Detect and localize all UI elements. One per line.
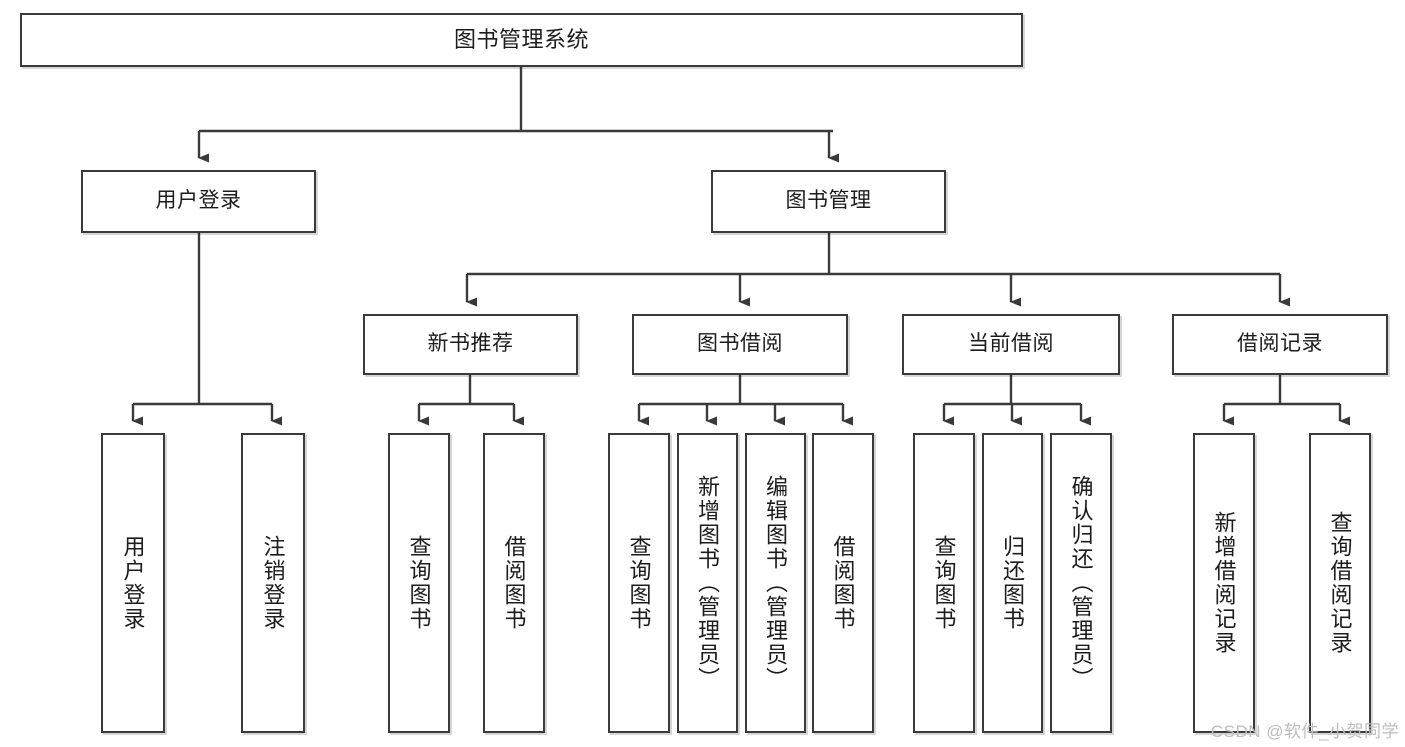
node-label: 当前借阅 — [968, 332, 1054, 356]
node-label: 查询图书 — [931, 535, 957, 631]
leaf-query-borrow-record[interactable]: 查询借阅记录 — [1309, 433, 1371, 733]
node-book-management[interactable]: 图书管理 — [711, 170, 946, 233]
node-label: 借阅记录 — [1237, 332, 1323, 356]
leaf-borrow-books-recommend[interactable]: 借阅图书 — [483, 433, 545, 733]
node-label: 用户登录 — [120, 535, 146, 631]
node-root-book-management-system[interactable]: 图书管理系统 — [20, 13, 1023, 67]
leaf-borrow-books-borrowing[interactable]: 借阅图书 — [812, 433, 874, 733]
node-user-login[interactable]: 用户登录 — [81, 170, 316, 233]
node-label: 借阅图书 — [830, 535, 856, 631]
leaf-logout[interactable]: 注销登录 — [241, 433, 305, 733]
leaf-query-books-recommend[interactable]: 查询图书 — [388, 433, 450, 733]
leaf-return-books[interactable]: 归还图书 — [982, 433, 1043, 733]
csdn-watermark: CSDN @软件_小贺同学 — [1210, 722, 1399, 741]
node-label: 用户登录 — [155, 189, 242, 213]
leaf-query-books-borrowing[interactable]: 查询图书 — [608, 433, 670, 733]
node-label: 查询借阅记录 — [1327, 511, 1353, 655]
node-label: 查询图书 — [406, 535, 432, 631]
leaf-confirm-return-admin[interactable]: 确认归还（管理员） — [1050, 433, 1112, 733]
leaf-edit-book-admin[interactable]: 编辑图书（管理员） — [745, 433, 806, 733]
leaf-user-login[interactable]: 用户登录 — [101, 433, 165, 733]
leaf-add-borrow-record[interactable]: 新增借阅记录 — [1193, 433, 1255, 733]
node-label: 图书管理 — [785, 189, 872, 213]
node-book-borrowing[interactable]: 图书借阅 — [632, 314, 848, 375]
node-borrowing-records[interactable]: 借阅记录 — [1172, 314, 1388, 375]
leaf-query-books-current[interactable]: 查询图书 — [913, 433, 975, 733]
node-label: 编辑图书（管理员） — [763, 475, 789, 691]
leaf-add-book-admin[interactable]: 新增图书（管理员） — [677, 433, 738, 733]
node-new-book-recommendation[interactable]: 新书推荐 — [363, 314, 578, 375]
node-label: 归还图书 — [1000, 535, 1026, 631]
node-current-borrowing[interactable]: 当前借阅 — [902, 314, 1120, 375]
node-label: 新增借阅记录 — [1211, 511, 1237, 655]
node-label: 查询图书 — [626, 535, 652, 631]
node-label: 新书推荐 — [427, 332, 514, 356]
node-label: 注销登录 — [260, 535, 286, 631]
node-label: 图书借阅 — [697, 332, 783, 356]
node-label: 确认归还（管理员） — [1068, 475, 1094, 691]
node-label: 新增图书（管理员） — [695, 475, 721, 691]
node-label: 图书管理系统 — [453, 27, 589, 53]
node-label: 借阅图书 — [501, 535, 527, 631]
